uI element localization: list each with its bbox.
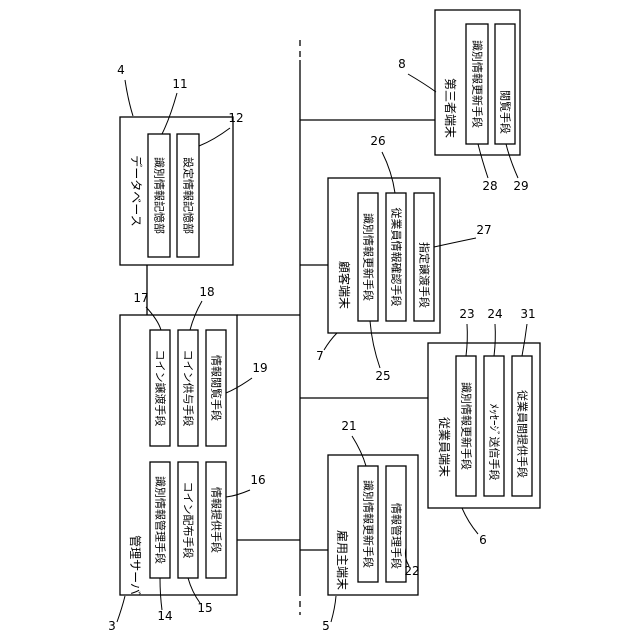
customer-number: 7: [316, 349, 324, 363]
management-server-box: 管理サーバ 識別情報管理手段 コイン配布手段 情報提供手段 コイン譲渡手段 コイ…: [108, 285, 267, 633]
info-browse-number: 19: [252, 361, 267, 375]
server-number: 3: [108, 619, 116, 633]
server-title: 管理サーバ: [128, 535, 143, 595]
designated-transfer-label: 指定譲渡手段: [418, 242, 432, 308]
inter-employee-provision-label: 従業員間提供手段: [516, 390, 530, 478]
designated-transfer-number: 27: [476, 223, 491, 237]
setting-storage-label: 設定情報記憶部: [182, 157, 196, 234]
third-party-number: 8: [398, 57, 406, 71]
identification-storage-number: 11: [172, 77, 187, 91]
employee-title: 従業員端末: [437, 417, 451, 477]
employee-terminal-box: 従業員端末 識別情報更新手段 ﾒｯｾｰｼﾞ送信手段 従業員間提供手段 6 23 …: [428, 307, 540, 547]
third-party-id-update-number: 28: [482, 179, 497, 193]
third-party-title: 第三者端末: [443, 78, 457, 138]
message-send-label: ﾒｯｾｰｼﾞ送信手段: [488, 404, 502, 481]
employee-id-update-number: 23: [459, 307, 474, 321]
coin-transfer-label: コイン譲渡手段: [154, 350, 168, 427]
identification-storage-label: 識別情報記憶部: [153, 157, 167, 234]
info-browse-label: 情報閲覧手段: [210, 355, 224, 421]
message-send-number: 24: [487, 307, 502, 321]
database-box: データベース 識別情報記憶部 設定情報記憶部 4 11 12: [117, 63, 243, 265]
coin-transfer-number: 17: [133, 291, 148, 305]
info-management-label: 情報管理手段: [390, 503, 404, 569]
employee-info-check-label: 従業員情報確認手段: [390, 208, 404, 307]
third-party-id-update-label: 識別情報更新手段: [471, 40, 485, 128]
id-management-number: 14: [157, 609, 172, 623]
third-party-browse-number: 29: [513, 179, 528, 193]
coin-grant-label: コイン供与手段: [182, 350, 196, 427]
customer-title: 顧客端末: [337, 261, 352, 309]
inter-employee-provision-number: 31: [520, 307, 535, 321]
employer-terminal-box: 雇用主端末 識別情報更新手段 情報管理手段 5 21 22: [322, 419, 419, 633]
employer-number: 5: [322, 619, 330, 633]
third-party-terminal-box: 第三者端末 識別情報更新手段 閲覧手段 8 28 29: [398, 10, 528, 193]
employee-id-update-label: 識別情報更新手段: [460, 382, 474, 470]
info-provision-number: 16: [250, 473, 265, 487]
database-title: データベース: [129, 155, 144, 226]
coin-grant-number: 18: [199, 285, 214, 299]
setting-storage-number: 12: [228, 111, 243, 125]
employer-id-update-label: 識別情報更新手段: [362, 480, 376, 568]
employer-id-update-number: 21: [341, 419, 356, 433]
customer-id-update-label: 識別情報更新手段: [362, 213, 376, 301]
employee-info-check-number: 26: [370, 134, 385, 148]
info-provision-label: 情報提供手段: [210, 487, 224, 553]
employee-number: 6: [479, 533, 487, 547]
customer-id-update-number: 25: [375, 369, 390, 383]
coin-distribution-label: コイン配布手段: [182, 482, 196, 559]
id-management-label: 識別情報管理手段: [154, 476, 168, 564]
employer-title: 雇用主端末: [335, 530, 350, 590]
info-management-number: 22: [404, 564, 419, 578]
third-party-browse-label: 閲覧手段: [499, 90, 513, 134]
database-number: 4: [117, 63, 125, 77]
